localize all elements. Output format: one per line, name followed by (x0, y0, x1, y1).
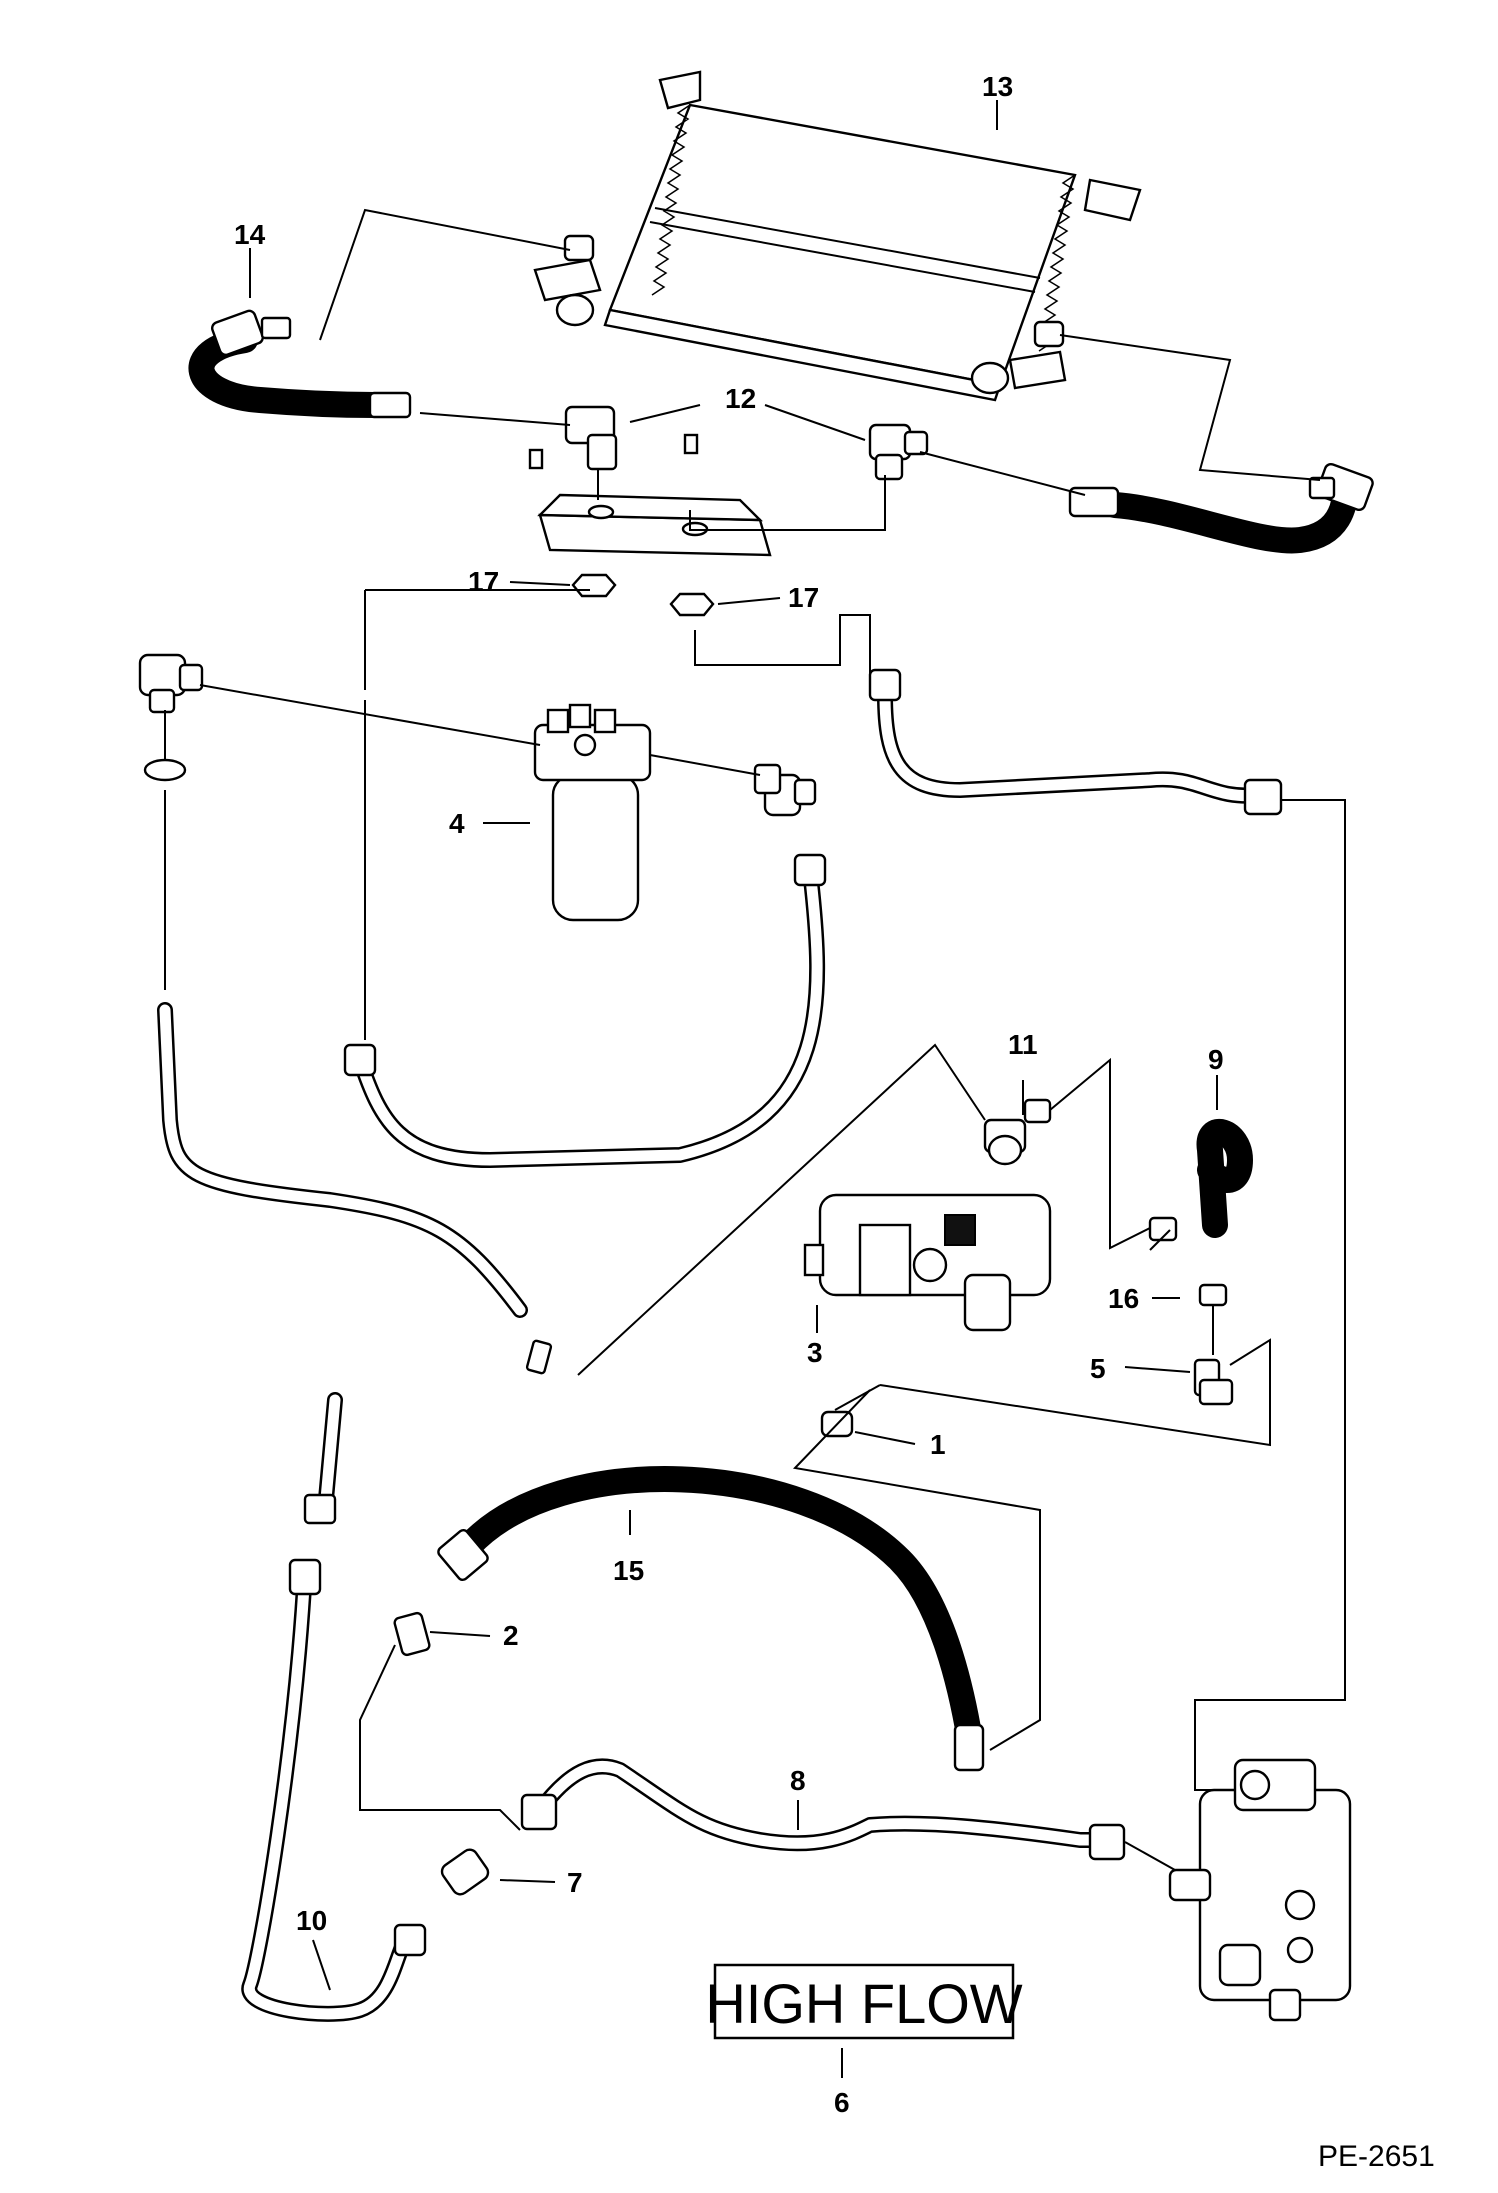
leader-lines (164, 100, 1346, 2078)
callout-6: 6 (834, 2087, 850, 2118)
high-flow-title: HIGH FLOW (705, 1972, 1022, 2035)
fitting-5 (1193, 1358, 1234, 1406)
tubes (157, 668, 1283, 2022)
callout-11: 11 (1008, 1029, 1038, 1060)
fitting-2 (393, 1611, 431, 1657)
callout-3: 3 (807, 1337, 823, 1368)
callout-14: 14 (234, 219, 266, 250)
oil-filter (533, 703, 652, 922)
filter-mount-plate (528, 433, 772, 557)
callout-labels: 13 14 12 17 17 4 11 9 16 3 5 1 15 2 8 7 … (234, 71, 1224, 1936)
callout-4: 4 (449, 808, 465, 839)
cooler-hose-right (1068, 462, 1374, 554)
hydraulic-pump (803, 1193, 1052, 1332)
figure-reference: PE-2651 (1318, 2140, 1435, 2173)
cooler-hose-left (188, 309, 412, 419)
callout-17b: 17 (788, 582, 819, 613)
callout-1: 1 (930, 1429, 946, 1460)
filter-elbows (138, 653, 817, 817)
control-valve (1168, 1758, 1352, 2022)
callout-12: 12 (725, 383, 756, 414)
elbow-fittings (564, 405, 929, 481)
fitting-7 (440, 1848, 490, 1896)
high-flow-label: HIGH FLOW 6 (705, 1963, 1023, 2118)
fitting-11 (983, 1098, 1052, 1166)
callout-2: 2 (503, 1620, 519, 1651)
callout-7: 7 (567, 1867, 583, 1898)
callout-8: 8 (790, 1765, 806, 1796)
callout-16: 16 (1108, 1283, 1139, 1314)
callout-5: 5 (1090, 1353, 1106, 1384)
callout-17a: 17 (468, 566, 499, 597)
hose-15 (437, 1466, 985, 1772)
nuts (571, 573, 715, 617)
hose-9 (1148, 1119, 1254, 1307)
callout-9: 9 (1208, 1044, 1224, 1075)
callout-10: 10 (296, 1905, 327, 1936)
oil-cooler (533, 70, 1142, 402)
callout-13: 13 (982, 71, 1013, 102)
callout-15: 15 (613, 1555, 644, 1586)
